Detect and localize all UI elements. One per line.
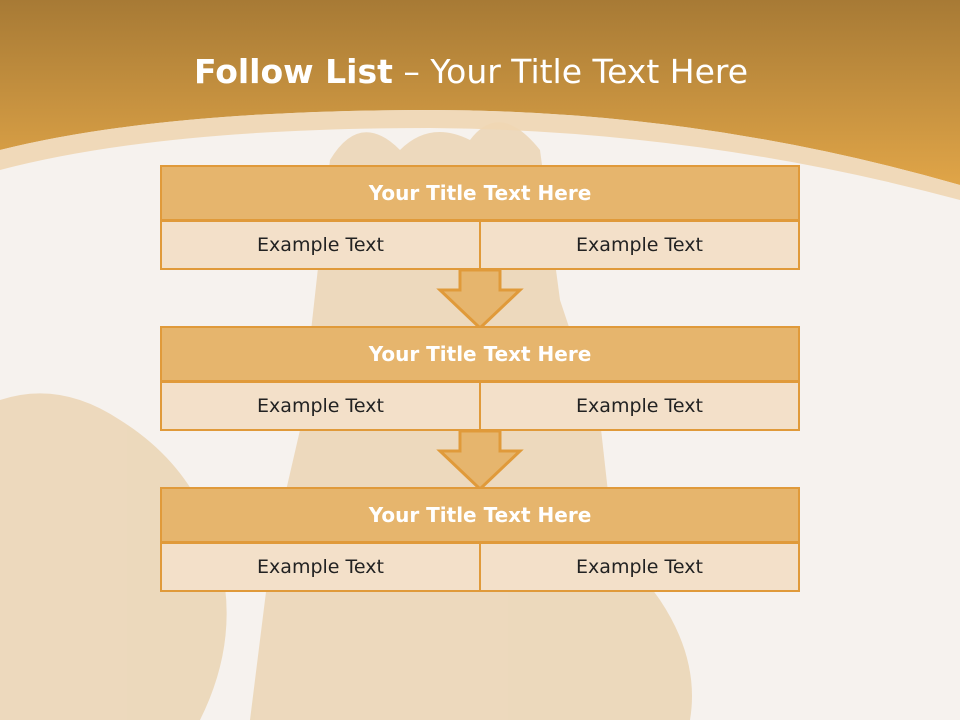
list-block-1: Your Title Text Here Example Text Exampl…	[160, 165, 800, 270]
slide-title: Follow List – Your Title Text Here	[0, 52, 942, 91]
block-title: Your Title Text Here	[160, 326, 800, 382]
down-arrow-icon	[436, 270, 524, 330]
block-cell-left: Example Text	[160, 220, 481, 270]
list-block-3: Your Title Text Here Example Text Exampl…	[160, 487, 800, 592]
header-band	[0, 0, 960, 185]
header-swoosh	[0, 110, 960, 200]
down-arrow-icon	[436, 431, 524, 491]
block-title: Your Title Text Here	[160, 165, 800, 221]
block-cell-right: Example Text	[479, 542, 800, 592]
slide-title-rest: – Your Title Text Here	[392, 52, 749, 91]
block-cell-right: Example Text	[479, 381, 800, 431]
block-cell-left: Example Text	[160, 542, 481, 592]
block-cell-left: Example Text	[160, 381, 481, 431]
block-cell-right: Example Text	[479, 220, 800, 270]
list-block-2: Your Title Text Here Example Text Exampl…	[160, 326, 800, 431]
slide-title-bold: Follow List	[193, 52, 393, 91]
block-title: Your Title Text Here	[160, 487, 800, 543]
